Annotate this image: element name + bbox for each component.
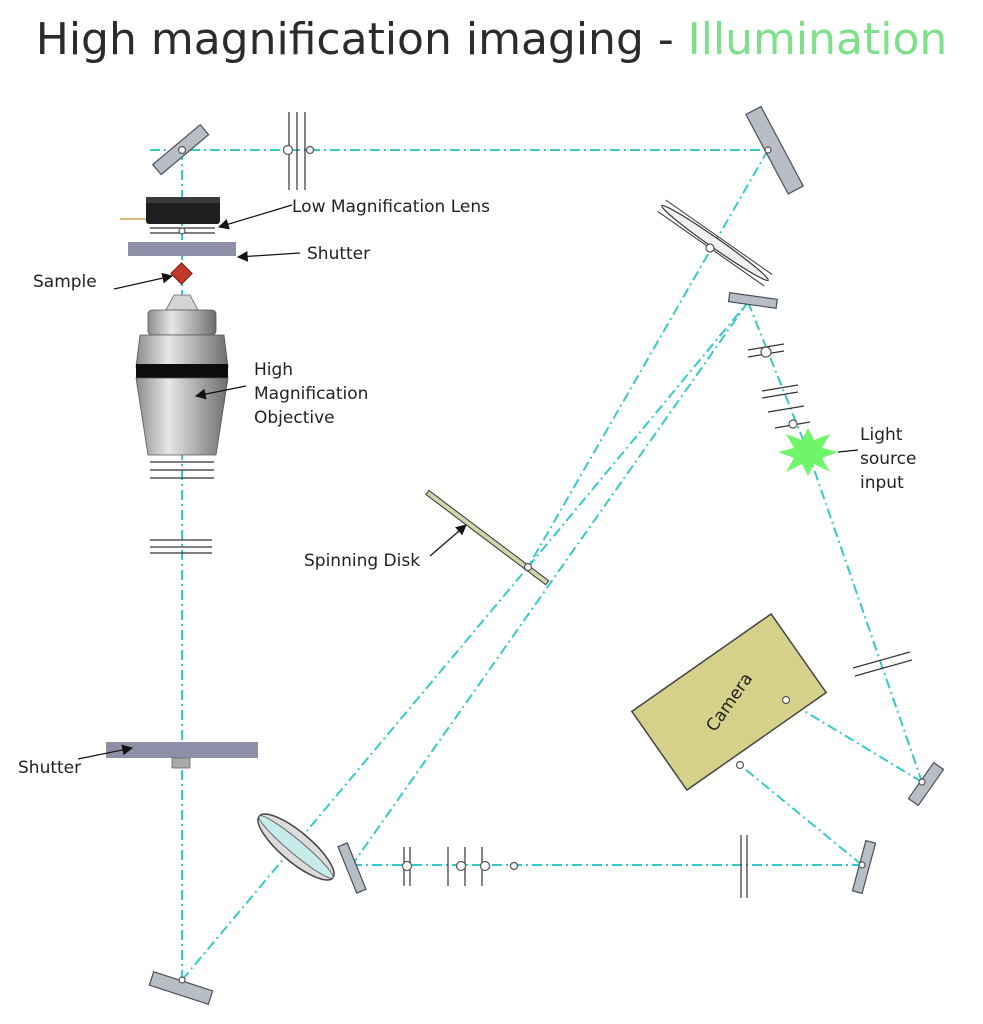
left-vertical-lenses (150, 539, 212, 554)
label-spinning-disk-group: Spinning Disk (304, 524, 467, 571)
camera-body (630, 612, 828, 792)
right-lower-lens (852, 651, 913, 677)
label-light-line3: input (860, 473, 904, 493)
beam-markers (177, 144, 926, 984)
label-shutter-bottom-group: Shutter (18, 744, 134, 778)
label-light-line1: Light (860, 425, 903, 445)
label-spinning-disk: Spinning Disk (304, 551, 420, 571)
mirror-top-right (745, 105, 805, 195)
right-vertical-lenses (747, 343, 811, 429)
page-title: High magnification imaging - Illuminatio… (0, 14, 983, 65)
label-sample: Sample (33, 272, 97, 292)
label-objective-line2: Magnification (254, 384, 368, 404)
label-light-line2: source (860, 449, 916, 469)
beam-right-mirror-to-camera (785, 699, 923, 783)
high-magnification-objective (135, 294, 229, 479)
spinning-disk-element (425, 489, 550, 586)
mirrors (148, 105, 945, 1005)
beam-dichroic-to-lower-mirror (351, 301, 749, 866)
label-low-magnification-lens: Low Magnification Lens (292, 197, 490, 217)
beam-paths (150, 149, 923, 981)
tilted-lens-upper (657, 199, 773, 287)
low-magnification-lens (120, 197, 220, 234)
light-source-star (778, 428, 838, 476)
beam-bottom-left-to-disk (181, 566, 529, 981)
label-shutter-bottom: Shutter (18, 758, 81, 778)
label-objective-line3: Objective (254, 408, 335, 428)
beam-light-to-right-mirror (807, 451, 923, 783)
label-shutter-top-group: Shutter (236, 244, 370, 264)
mirror-dichroic (727, 292, 779, 309)
label-shutter-top: Shutter (307, 244, 370, 264)
label-sample-group: Sample (33, 272, 174, 292)
beam-light-input (747, 301, 809, 453)
lower-left-lens (257, 813, 335, 881)
shutter-bottom (106, 742, 258, 769)
label-objective-group: High Magnification Objective (194, 360, 368, 428)
label-objective-line1: High (254, 360, 293, 380)
sample-diamond (170, 262, 193, 285)
title-main: High magnification imaging - (35, 14, 688, 65)
beam-bottom-mirror-to-camera (739, 764, 863, 866)
label-light-source-group: Light source input (837, 425, 916, 493)
bottom-lens-set (403, 835, 748, 898)
beam-disk-to-dichroic (527, 301, 749, 568)
label-low-mag-lens-group: Low Magnification Lens (217, 197, 490, 230)
mirror-right-lower (907, 761, 945, 807)
mirror-bottom-center (337, 842, 367, 894)
title-accent: Illumination (687, 14, 948, 65)
beam-top-right-to-disk (527, 149, 769, 568)
shutter-top (128, 242, 236, 256)
